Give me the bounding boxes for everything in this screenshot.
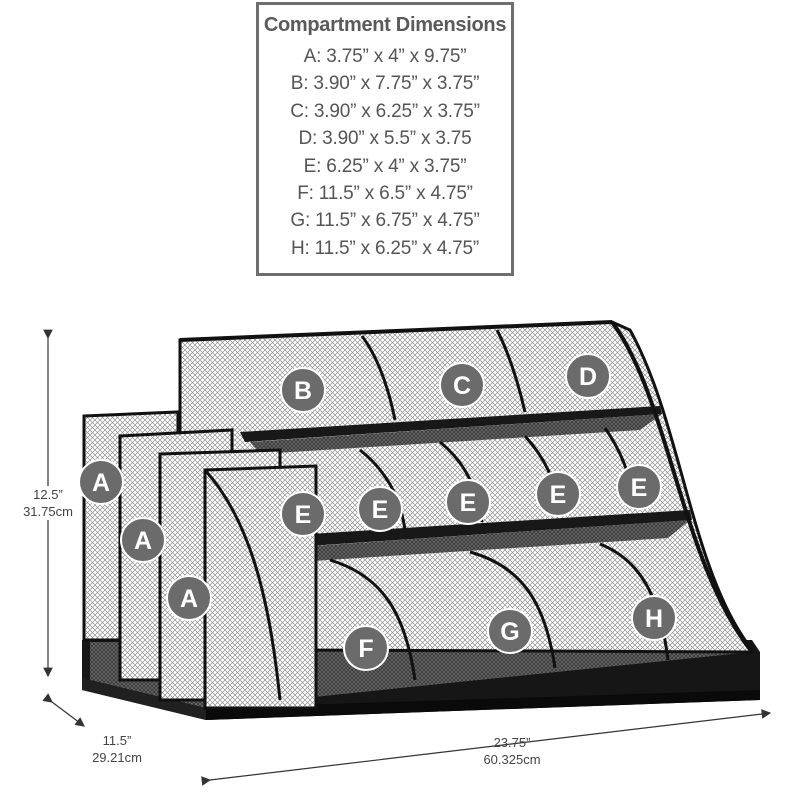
badge-b: B (280, 367, 326, 413)
svg-text:A: A (180, 585, 198, 613)
svg-text:D: D (579, 363, 597, 391)
svg-text:H: H (645, 605, 663, 633)
svg-text:A: A (92, 469, 110, 497)
dimensions-title: Compartment Dimensions (263, 14, 507, 36)
dimension-line-g: G: 11.5” x 6.75” x 4.75” (290, 210, 480, 232)
badge-d: D (565, 353, 611, 399)
width-line (201, 709, 772, 786)
depth-line (42, 693, 85, 727)
compartment-dimensions-box: Compartment Dimensions A: 3.75” x 4” x 9… (256, 2, 514, 276)
badge-a-3: A (166, 575, 212, 621)
dimension-line-f: F: 11.5” x 6.5” x 4.75” (297, 183, 473, 205)
depth-metric: 29.21cm (92, 750, 142, 765)
compartment-badges: A A A B C D E (78, 353, 677, 671)
badge-e-4: E (535, 471, 581, 517)
width-measurement: 23.75” 60.325cm (472, 734, 552, 768)
svg-text:G: G (500, 618, 519, 646)
svg-text:A: A (134, 527, 152, 555)
badge-e-1: E (280, 491, 326, 537)
width-metric: 60.325cm (483, 752, 541, 767)
badge-e-2: E (357, 486, 403, 532)
badge-a-1: A (78, 459, 124, 505)
file-sorter-section (82, 410, 318, 710)
svg-text:F: F (358, 635, 373, 663)
dimension-line-h: H: 11.5” x 6.25” x 4.75” (290, 237, 480, 259)
badge-g: G (487, 608, 533, 654)
depth-measurement: 11.5” 29.21cm (82, 732, 152, 766)
depth-imperial: 11.5” (102, 733, 132, 748)
height-measurement: 12.5” 31.75cm (22, 486, 74, 520)
dimension-line-d: D: 3.90” x 5.5” x 3.75 (298, 128, 472, 150)
svg-text:E: E (460, 489, 477, 517)
dimensions-list: A: 3.75” x 4” x 9.75” B: 3.90” x 7.75” x… (259, 43, 511, 262)
height-imperial: 12.5” (33, 487, 63, 502)
dimension-line-c: C: 3.90” x 6.25” x 3.75” (290, 100, 480, 122)
badge-f: F (343, 625, 389, 671)
badge-h: H (631, 595, 677, 641)
svg-text:E: E (372, 496, 389, 524)
svg-text:E: E (550, 481, 567, 509)
svg-text:C: C (453, 372, 471, 400)
svg-text:B: B (294, 377, 312, 405)
badge-e-3: E (445, 479, 491, 525)
svg-text:E: E (295, 501, 312, 529)
badge-c: C (439, 362, 485, 408)
badge-a-2: A (120, 517, 166, 563)
dimension-line-b: B: 3.90” x 7.75” x 3.75” (290, 73, 480, 95)
height-metric: 31.75cm (23, 504, 73, 519)
badge-e-5: E (616, 464, 662, 510)
svg-text:E: E (631, 474, 648, 502)
dimension-line-a: A: 3.75” x 4” x 9.75” (303, 46, 467, 67)
width-imperial: 23.75” (493, 735, 531, 750)
dimension-line-e: E: 6.25” x 4” x 3.75” (303, 155, 467, 177)
